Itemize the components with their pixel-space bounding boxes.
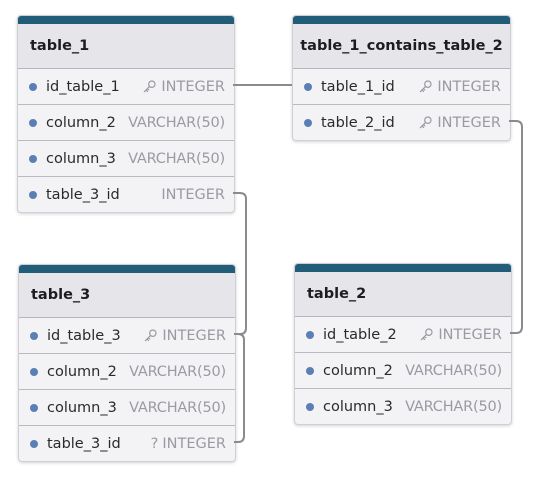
field-type: VARCHAR(50) [128,150,225,167]
table-title: table_3 [31,287,91,303]
field-type-group: ?INTEGER [151,436,235,452]
field-connection-dot[interactable] [29,190,37,199]
table-title: table_2 [307,286,367,302]
table-header[interactable]: table_3 [19,273,235,318]
field-row[interactable]: table_1_id INTEGER [293,69,510,104]
table-color-bar [19,265,235,273]
field-connection-dot[interactable] [304,82,312,91]
field-connection-dot[interactable] [306,366,314,375]
field-name: column_2 [47,363,117,380]
field-connection-dot[interactable] [304,118,312,127]
field-row[interactable]: column_2 VARCHAR(50) [19,353,235,389]
key-icon [418,79,433,94]
field-type-group: VARCHAR(50) [405,399,511,415]
field-type-group: INTEGER [161,187,234,203]
field-name: column_3 [46,150,116,167]
field-type-group: INTEGER [419,327,511,343]
field-name: table_3_id [47,435,121,452]
key-icon [419,327,434,342]
field-type: INTEGER [161,186,225,203]
field-connection-dot[interactable] [306,330,314,339]
field-type-group: VARCHAR(50) [405,363,511,379]
field-row[interactable]: column_3 VARCHAR(50) [19,389,235,425]
field-row[interactable]: column_2 VARCHAR(50) [18,104,234,140]
field-type: INTEGER [437,114,501,131]
field-row[interactable]: column_3 VARCHAR(50) [295,388,511,424]
field-type-group: INTEGER [143,328,235,344]
field-name: id_table_1 [46,78,120,95]
field-type-group: INTEGER [418,115,510,131]
field-row[interactable]: id_table_3 INTEGER [19,318,235,353]
field-type: VARCHAR(50) [405,362,502,379]
table-header[interactable]: table_1_contains_table_2 [293,24,510,69]
field-type: VARCHAR(50) [129,399,226,416]
key-icon [143,328,158,343]
table-color-bar [18,16,234,24]
table-color-bar [295,264,511,272]
table-header[interactable]: table_2 [295,272,511,317]
field-type: INTEGER [161,78,225,95]
nullable-marker: ? [150,435,159,452]
table-color-bar [293,16,510,24]
field-type: INTEGER [438,326,502,343]
field-type: INTEGER [162,327,226,344]
table-title: table_1 [30,38,90,54]
field-type-group: INTEGER [142,79,234,95]
field-name: column_3 [47,399,117,416]
field-row[interactable]: table_3_id INTEGER [18,176,234,212]
table-title: table_1_contains_table_2 [300,38,503,54]
field-name: column_2 [323,362,393,379]
field-name: column_3 [323,398,393,415]
field-type: INTEGER [437,78,501,95]
field-connection-dot[interactable] [30,403,38,412]
field-row[interactable]: id_table_1 INTEGER [18,69,234,104]
field-connection-dot[interactable] [306,402,314,411]
field-type-group: VARCHAR(50) [129,400,235,416]
field-type-group: INTEGER [418,79,510,95]
field-row[interactable]: id_table_2 INTEGER [295,317,511,352]
key-icon [418,115,433,130]
field-name: table_3_id [46,186,120,203]
table-header[interactable]: table_1 [18,24,234,69]
field-row[interactable]: table_2_id INTEGER [293,104,510,140]
key-icon [142,79,157,94]
field-type: VARCHAR(50) [128,114,225,131]
field-connection-dot[interactable] [29,118,37,127]
field-row[interactable]: column_3 VARCHAR(50) [18,140,234,176]
field-type-group: VARCHAR(50) [129,364,235,380]
field-name: table_1_id [321,78,395,95]
field-name: id_table_2 [323,326,397,343]
field-type: INTEGER [162,435,226,452]
field-name: id_table_3 [47,327,121,344]
field-type: VARCHAR(50) [129,363,226,380]
field-type-group: VARCHAR(50) [128,151,234,167]
field-connection-dot[interactable] [29,82,37,91]
field-connection-dot[interactable] [29,154,37,163]
field-row[interactable]: table_3_id?INTEGER [19,425,235,461]
field-row[interactable]: column_2 VARCHAR(50) [295,352,511,388]
field-name: column_2 [46,114,116,131]
field-name: table_2_id [321,114,395,131]
field-connection-dot[interactable] [30,439,38,448]
field-connection-dot[interactable] [30,331,38,340]
field-connection-dot[interactable] [30,367,38,376]
field-type-group: VARCHAR(50) [128,115,234,131]
field-type: VARCHAR(50) [405,398,502,415]
